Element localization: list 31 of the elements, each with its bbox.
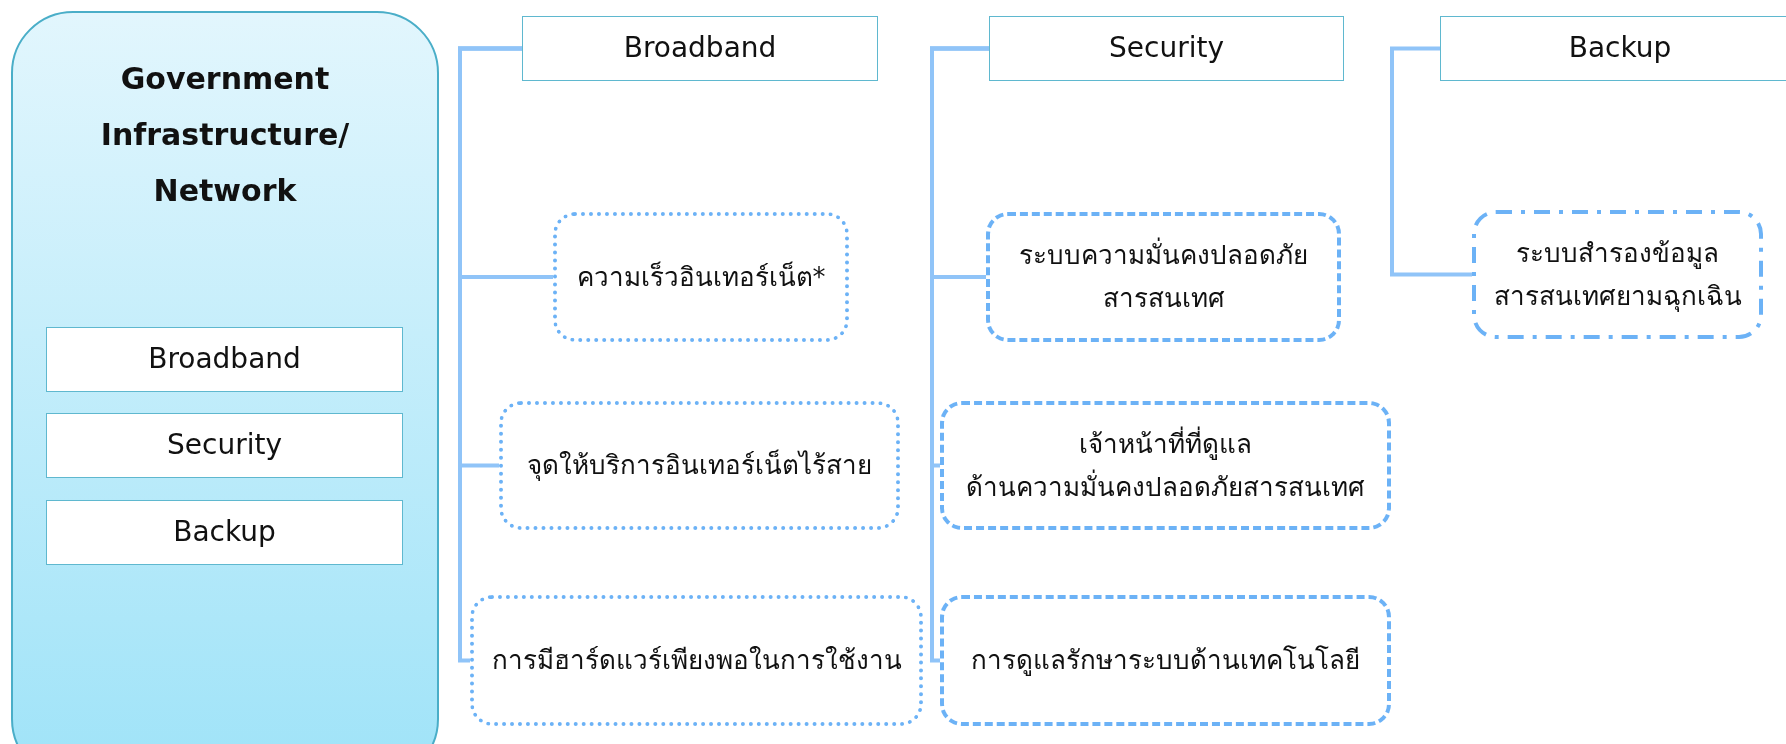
box-label: Broadband — [148, 341, 301, 378]
box-label: ระบบสำรองข้อมูล สารสนเทศยามฉุกเฉิน — [1493, 236, 1742, 314]
box-label: การดูแลรักษาระบบด้านเทคโนโลยี — [971, 644, 1360, 678]
box-label: ความเร็วอินเทอร์เน็ต* — [576, 260, 826, 294]
category-box — [46, 327, 403, 392]
category-panel — [11, 11, 439, 744]
box-label: Broadband — [623, 30, 777, 67]
column-header-box — [522, 16, 878, 81]
column-header-box — [1440, 16, 1786, 81]
box-label: เจ้าหน้าที่ที่ดูแล ด้านความมั่นคงปลอดภัยสารสนเทศ — [966, 425, 1365, 504]
category-box — [46, 500, 403, 565]
connector-line — [930, 46, 989, 663]
item-box — [940, 595, 1391, 726]
box-label: Backup — [1568, 30, 1672, 67]
connector-line — [1390, 46, 1472, 277]
box-label: Security — [167, 427, 282, 464]
panel-title: Government Infrastructure/ Network — [99, 60, 351, 210]
box-label: จุดให้บริการอินเทอร์เน็ตไร้สาย — [527, 448, 872, 483]
item-box — [940, 401, 1391, 530]
column-header-box — [989, 16, 1344, 81]
box-label: การมีฮาร์ดแวร์เพียงพอในการใช้งาน — [491, 644, 902, 678]
item-box — [553, 212, 849, 342]
box-label: ระบบความมั่นคงปลอดภัย สารสนเทศ — [1019, 234, 1308, 320]
item-box — [499, 401, 900, 530]
category-box — [46, 413, 403, 478]
box-label: Backup — [173, 514, 276, 551]
connector-line — [458, 46, 522, 663]
item-box — [1472, 210, 1763, 339]
item-box — [470, 595, 923, 726]
item-box — [986, 212, 1341, 342]
box-label: Security — [1109, 30, 1224, 67]
